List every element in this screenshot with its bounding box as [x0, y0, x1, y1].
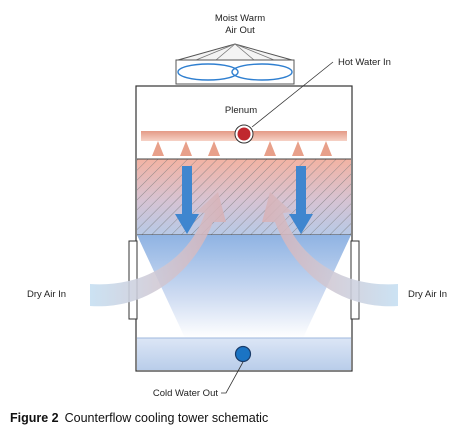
cold-water-leader	[221, 361, 244, 394]
water-down-arrows	[175, 166, 313, 234]
air-out-label-line1: Moist Warm	[215, 13, 265, 24]
air-flow-right	[262, 192, 398, 307]
air-out-label-line2: Air Out	[225, 25, 255, 36]
cold-water-out-label: Cold Water Out	[153, 388, 218, 399]
spray-nozzles	[152, 141, 332, 156]
fan-right-ellipse	[231, 63, 293, 81]
fan-left-ellipse	[177, 63, 239, 81]
figure-caption-text: Counterflow cooling tower schematic	[64, 411, 269, 425]
hot-water-leader	[251, 61, 334, 128]
hot-water-in-label: Hot Water In	[338, 57, 391, 68]
dry-air-in-left-label: Dry Air In	[27, 289, 66, 300]
fan-stack	[175, 43, 295, 85]
figure-caption: Figure 2 Counterflow cooling tower schema…	[10, 411, 268, 425]
dry-air-in-right-label: Dry Air In	[408, 289, 447, 300]
air-flow-left	[90, 192, 226, 307]
cold-water-outlet	[234, 345, 252, 363]
plenum-label: Plenum	[225, 105, 257, 116]
figure-number: Figure 2	[10, 411, 59, 425]
